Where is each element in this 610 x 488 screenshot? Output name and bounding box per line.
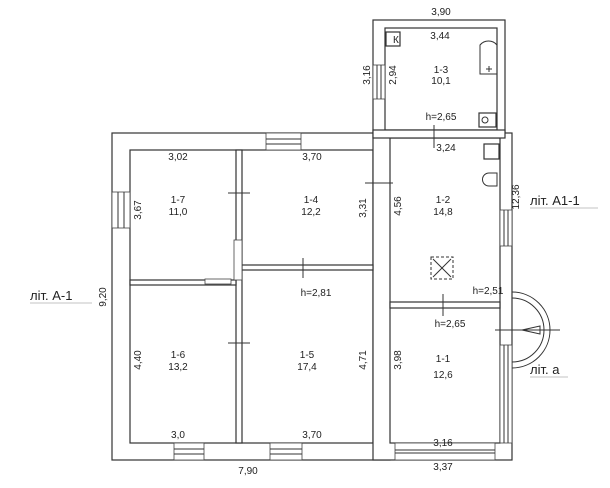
room-area: 14,8 [433,207,453,218]
room-id: 1-7 [171,195,186,206]
room-id: 1-2 [436,195,451,206]
height-label: h=2,81 [301,288,332,299]
room-area: 13,2 [168,362,188,373]
height-label: h=2,65 [435,319,466,330]
room-id: 1-4 [304,195,319,206]
dimension-label: 3,70 [302,152,322,163]
room-labels: 1-1 12,6 1-2 14,8 1-3 10,1 1-4 12,2 1-5 … [98,7,522,477]
room-area: 12,2 [301,207,321,218]
bathtub-icon [479,40,498,75]
room-area: 11,0 [169,207,188,218]
room-id: 1-6 [171,350,186,361]
label-lit-a1-1: літ. А1-1 [530,193,580,208]
dimension-label: 4,40 [133,350,144,370]
dimension-label: 4,71 [358,350,369,370]
room-area: 17,4 [297,362,317,373]
room-id: 1-5 [300,350,315,361]
kitchen-mark: К [393,35,399,46]
dimension-label: 3,16 [362,65,373,85]
ceiling-hatch-icon [430,256,454,280]
dimension-label: 3,90 [431,7,451,18]
dimension-label: 3,37 [433,462,453,473]
dimension-label: 3,16 [433,438,453,449]
height-label: h=2,51 [473,286,504,297]
dimension-label: 3,98 [393,350,404,370]
dimension-label: 4,56 [393,196,404,216]
label-lit-a-1: літ. А-1 [30,288,72,303]
walls [111,19,513,461]
dimension-label: 3,67 [133,200,144,220]
label-lit-a: літ. а [530,362,560,377]
kitchen-stove-icon [385,31,401,47]
dimension-label: 3,44 [430,31,450,42]
kitchen-inner-wall [384,27,498,131]
dimension-label: 3,31 [358,198,369,218]
dimension-label: 9,20 [98,287,109,307]
partition-1-4-1-5 [241,264,374,271]
dimension-label: 2,94 [388,65,399,85]
main-house-inner-wall [129,149,374,444]
room-area: 12,6 [433,370,453,381]
height-label: h=2,65 [426,112,457,123]
dimension-label: 3,70 [302,430,322,441]
room-area: 10,1 [431,76,451,87]
room-id: 1-1 [436,354,451,365]
boiler-icon [483,143,500,160]
dimension-label: 12,36 [511,184,522,209]
dimension-label: 3,24 [436,143,456,154]
dimension-label: 3,0 [171,430,185,441]
partition-1-7-1-6 [129,279,237,286]
dimension-label: 3,02 [168,152,188,163]
windows [111,64,513,461]
fixtures [385,31,500,280]
room-id: 1-3 [434,65,449,76]
partition-1-2-1-1 [389,301,501,309]
dimension-label: 7,90 [238,466,258,477]
partition-vertical [235,149,243,444]
partition-1-3-1-2 [372,129,506,139]
doors [204,125,444,344]
sink-icon [482,172,498,187]
